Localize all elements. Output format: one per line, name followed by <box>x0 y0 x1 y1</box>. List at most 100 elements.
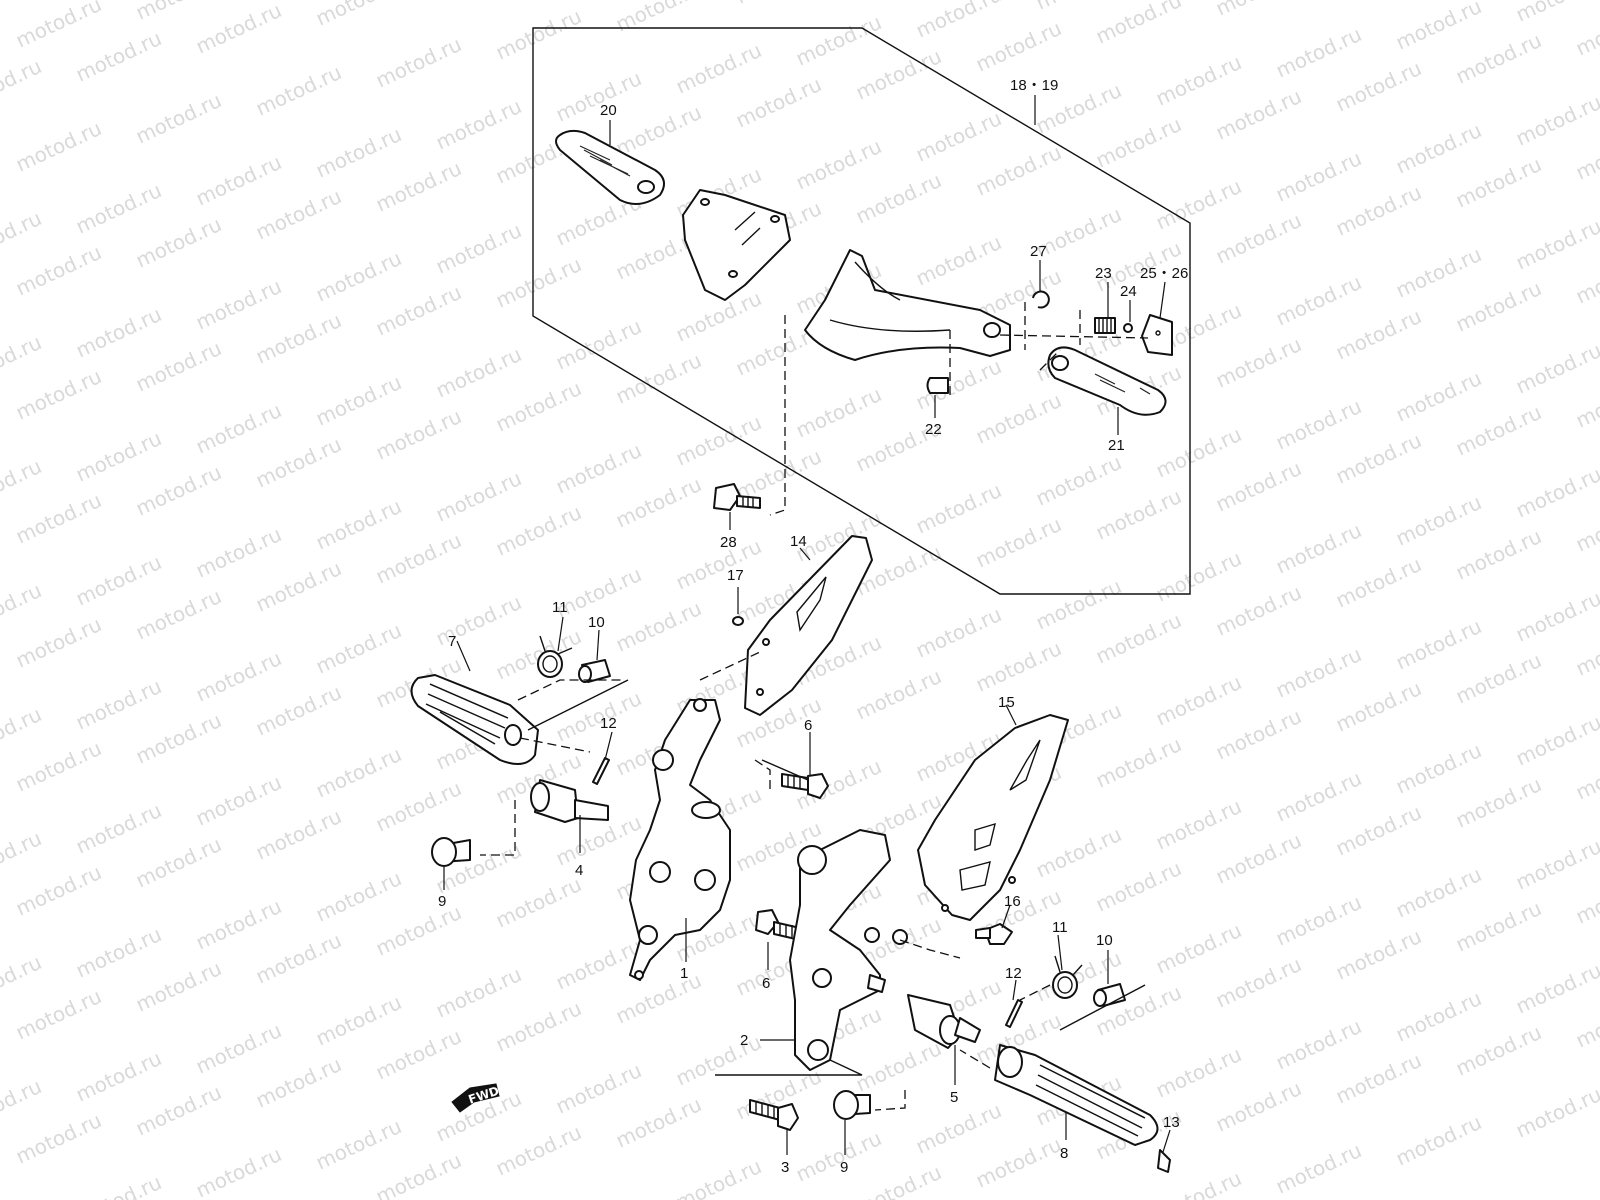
collar-10-right <box>1093 983 1126 1007</box>
watermark-text: motod.ru <box>252 1052 345 1113</box>
pillion-footpeg-right <box>1047 346 1167 416</box>
watermark-text: motod.ru <box>1512 0 1600 27</box>
label-part-6-upper: 6 <box>804 717 812 734</box>
watermark-text: motod.ru <box>132 88 225 149</box>
cotter-pin-12-left <box>592 757 610 785</box>
watermark-text: motod.ru <box>192 522 285 583</box>
screw-13 <box>1157 1149 1171 1173</box>
watermark-text: motod.ru <box>552 934 645 995</box>
bolt-6-upper <box>781 773 829 799</box>
watermark-text: motod.ru <box>612 472 705 533</box>
watermark-text: motod.ru <box>372 1024 465 1085</box>
watermark-text: motod.ru <box>1212 0 1305 21</box>
watermark-text: motod.ru <box>1152 546 1245 607</box>
watermark-text: motod.ru <box>312 618 405 679</box>
heel-guard-right <box>917 714 1069 921</box>
watermark-text: motod.ru <box>132 212 225 273</box>
watermark-text: motod.ru <box>72 550 165 611</box>
watermark-text: motod.ru <box>1272 1014 1365 1075</box>
watermark-text: motod.ru <box>192 1018 285 1079</box>
watermark-text: motod.ru <box>1212 84 1305 145</box>
watermark-text: motod.ru <box>1512 710 1600 771</box>
watermark-text: motod.ru <box>312 122 405 183</box>
label-part-20: 20 <box>600 102 617 119</box>
detent-ball-24 <box>1123 323 1133 333</box>
watermark-text: motod.ru <box>732 72 825 133</box>
watermark-text: motod.ru <box>912 0 1005 43</box>
watermark-text: motod.ru <box>192 770 285 831</box>
watermark-text: motod.ru <box>492 252 585 313</box>
watermark-text: motod.ru <box>132 0 225 25</box>
watermark-text: motod.ru <box>72 426 165 487</box>
label-part-9-left: 9 <box>438 893 446 910</box>
watermark-text: motod.ru <box>1512 338 1600 399</box>
label-part-27: 27 <box>1030 243 1047 260</box>
watermark-text: motod.ru <box>252 680 345 741</box>
watermark-text: motod.ru <box>1272 642 1365 703</box>
watermark-text: motod.ru <box>72 178 165 239</box>
watermark-text: motod.ru <box>1512 834 1600 895</box>
label-part-13: 13 <box>1163 1114 1180 1131</box>
watermark-text: motod.ru <box>312 866 405 927</box>
watermark-text: motod.ru <box>12 488 105 549</box>
watermark-text: motod.ru <box>672 534 765 595</box>
watermark-text: motod.ru <box>312 370 405 431</box>
label-part-9-right: 9 <box>840 1159 848 1176</box>
watermark-text: motod.ru <box>12 240 105 301</box>
label-part-8: 8 <box>1060 1145 1068 1162</box>
watermark-text: motod.ru <box>12 1108 105 1169</box>
watermark-text: motod.ru <box>132 584 225 645</box>
watermark-text: motod.ru <box>372 280 465 341</box>
watermark-text: motod.ru <box>1332 56 1425 117</box>
watermark-text: motod.ru <box>12 860 105 921</box>
label-part-7: 7 <box>448 633 456 650</box>
watermark-text: motod.ru <box>12 0 105 53</box>
watermark-text: motod.ru <box>492 376 585 437</box>
watermark-text: motod.ru <box>432 218 525 279</box>
watermark-text: motod.ru <box>0 206 45 267</box>
watermark-text: motod.ru <box>912 1098 1005 1159</box>
watermark-text: motod.ru <box>852 168 945 229</box>
circlip-27 <box>1032 290 1050 309</box>
watermark-text: motod.ru <box>1152 422 1245 483</box>
watermark-text: motod.ru <box>612 0 705 37</box>
watermark-text: motod.ru <box>312 0 405 31</box>
label-part-6-lower: 6 <box>762 975 770 992</box>
watermark-text: motod.ru <box>1512 958 1600 1019</box>
watermark-text: motod.ru <box>372 900 465 961</box>
return-spring-left <box>537 635 573 678</box>
label-part-1: 1 <box>680 965 688 982</box>
watermark-text: motod.ru <box>192 150 285 211</box>
watermark-text: motod.ru <box>1512 90 1600 151</box>
rider-footpeg-right <box>994 1044 1159 1146</box>
watermark-text: motod.ru <box>72 674 165 735</box>
pivot-pin-22 <box>926 377 949 394</box>
watermark-text: motod.ru <box>1452 1020 1545 1081</box>
watermark-text: motod.ru <box>552 66 645 127</box>
bolt-6-lower <box>755 909 801 941</box>
detent-spring-23 <box>1094 317 1116 334</box>
watermark-text: motod.ru <box>0 702 45 763</box>
watermark-text: motod.ru <box>1152 918 1245 979</box>
watermark-text: motod.ru <box>852 664 945 725</box>
watermark-text: motod.ru <box>1452 524 1545 585</box>
pivot-pin-9-right <box>833 1090 871 1120</box>
watermark-text: motod.ru <box>852 1160 945 1200</box>
watermark-text: motod.ru <box>1272 394 1365 455</box>
rider-footpeg-left <box>410 674 539 765</box>
watermark-text: motod.ru <box>792 10 885 71</box>
watermark-text: motod.ru <box>1452 152 1545 213</box>
watermark-text: motod.ru <box>252 432 345 493</box>
label-part-5: 5 <box>950 1089 958 1106</box>
watermark-text: motod.ru <box>1572 0 1600 61</box>
label-part-2: 2 <box>740 1032 748 1049</box>
pivot-pin-9-left <box>431 837 471 867</box>
watermark-text: motod.ru <box>792 382 885 443</box>
label-part-12-right: 12 <box>1005 965 1022 982</box>
watermark-text: motod.ru <box>492 872 585 933</box>
watermark-text: motod.ru <box>192 398 285 459</box>
watermark-text: motod.ru <box>972 512 1065 573</box>
watermark-text: motod.ru <box>0 826 45 887</box>
watermark-text: motod.ru <box>672 410 765 471</box>
watermark-text: motod.ru <box>672 1030 765 1091</box>
